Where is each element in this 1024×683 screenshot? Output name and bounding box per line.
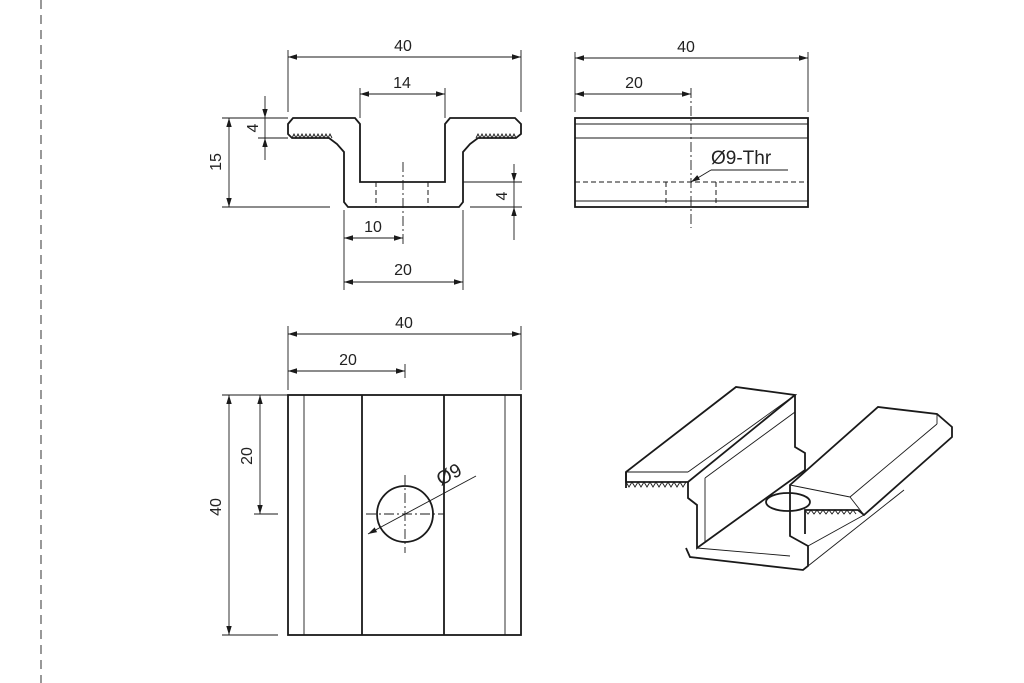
thread-callout: Ø9-Thr — [711, 148, 772, 169]
dim-side-length-40: 40 — [677, 39, 695, 56]
dim-front-offset-10: 10 — [364, 219, 382, 236]
top-outline — [287, 394, 522, 636]
dim-top-offset-x-20: 20 — [339, 352, 357, 369]
iso-left-wing-top — [625, 386, 798, 483]
iso-edge — [687, 394, 796, 473]
dim-top-length-40: 40 — [208, 498, 225, 516]
dim-top-width-40: 40 — [395, 315, 413, 332]
iso-edge — [696, 547, 791, 557]
front-view: 40 14 15 4 4 10 20 — [208, 38, 522, 290]
dim-front-slot-14: 14 — [393, 75, 411, 92]
iso-edge — [789, 484, 851, 498]
top-view: Ø9 40 20 40 20 — [208, 315, 522, 636]
dim-front-base-4: 4 — [494, 191, 511, 200]
diameter-leader — [367, 475, 477, 535]
dim-front-base-width-20: 20 — [394, 262, 412, 279]
dim-front-lip-4: 4 — [245, 123, 262, 132]
dim-front-width-40: 40 — [394, 38, 412, 55]
dim-top-offset-y-20: 20 — [239, 447, 256, 465]
iso-edge — [704, 411, 796, 479]
clamp-profile-outline — [287, 117, 522, 208]
iso-edge — [849, 423, 938, 498]
leader-line — [690, 169, 712, 183]
iso-edge — [807, 489, 905, 567]
side-view: 40 20 Ø9-Thr — [574, 39, 809, 228]
dim-top-diameter: Ø9 — [433, 460, 465, 490]
serration-right — [475, 132, 517, 140]
iso-edge — [849, 496, 865, 516]
iso-edge — [807, 514, 865, 547]
iso-base — [685, 497, 809, 571]
iso-serration-left — [625, 481, 687, 488]
dim-side-offset-20: 20 — [625, 75, 643, 92]
serration-left — [291, 132, 333, 140]
side-outline — [574, 117, 809, 208]
iso-serration-right — [804, 509, 857, 515]
iso-left-web — [687, 395, 806, 550]
iso-hole — [765, 492, 811, 512]
iso-right-wing — [789, 406, 953, 534]
isometric-view — [625, 386, 953, 571]
dim-front-height-15: 15 — [208, 153, 225, 171]
